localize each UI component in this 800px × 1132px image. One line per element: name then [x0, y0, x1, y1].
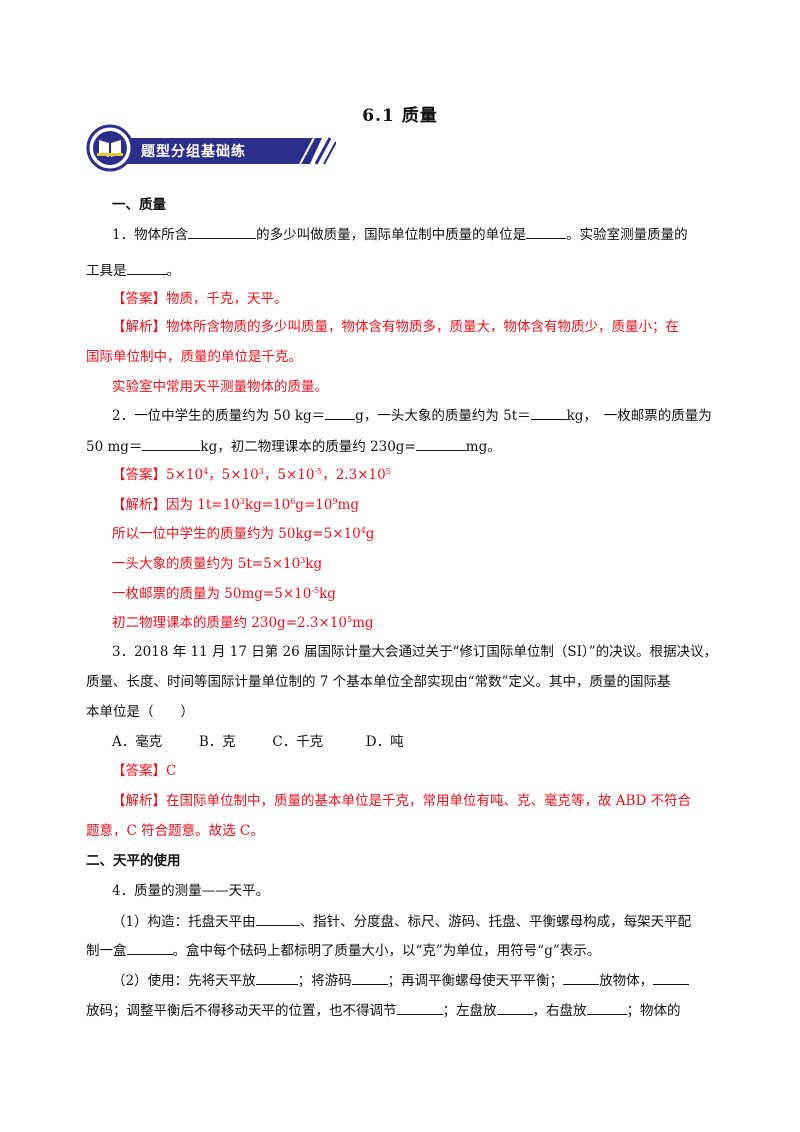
answer-blank: [126, 261, 167, 275]
option-a: A．毫克: [112, 734, 163, 750]
section-heading-mass: 一、质量: [112, 197, 166, 213]
answer-blank: [351, 971, 388, 985]
q4-line1: 4．质量的测量——天平。: [112, 883, 270, 899]
q1-analysis-line3: 实验室中常用天平测量物体的质量。: [112, 379, 328, 395]
q4-part2-line1: （2）使用：先将天平放；将游码；再调平衡螺母使天平平衡；放物体，: [112, 971, 690, 990]
q1-analysis-line1: 【解析】物体所含物质的多少叫质量，物体含有物质多，质量大，物体含有物质少，质量小…: [112, 319, 679, 335]
answer-blank: [188, 225, 257, 239]
q2-analysis-step4: 初二物理课本的质量约 230g=2.3×105mg: [112, 615, 374, 631]
page-title: 6.1 质量: [362, 106, 438, 126]
q1-line1: 1．物体所含的多少叫做质量，国际单位制中质量的单位是。实验室测量质量的: [112, 225, 688, 243]
q1-analysis-line2: 国际单位制中，质量的单位是千克。: [86, 349, 302, 365]
q3-answer: 【答案】C: [112, 763, 177, 779]
q2-analysis-step3: 一枚邮票的质量为 50mg=5×10-5kg: [112, 586, 336, 602]
answer-blank: [255, 912, 300, 926]
answer-blank: [396, 1001, 443, 1015]
q2-answer: 【答案】5×104，5×103，5×10-5，2.3×105: [112, 467, 391, 483]
q3-analysis-line1: 【解析】在国际单位制中，质量的基本单位是千克，常用单位有吨、克、毫克等，故 AB…: [112, 793, 692, 809]
answer-blank: [126, 941, 173, 955]
q3-analysis-line2: 题意，C 符合题意。故选 C。: [86, 823, 264, 839]
answer-blank: [530, 406, 567, 420]
q4-part2-line2: 放码；调整平衡后不得移动天平的位置，也不得调节；左盘放，右盘放；物体的: [86, 1001, 681, 1019]
q4-part1-line1: （1）构造：托盘天平由、指针、分度盘、标尺、游码、托盘、平衡螺母构成，每架天平配: [112, 912, 692, 930]
banner-label: 题型分组基础练: [141, 144, 246, 160]
answer-blank: [325, 406, 356, 420]
q2-analysis-step1: 所以一位中学生的质量约为 50kg=5×104g: [112, 526, 375, 542]
q3-line3: 本单位是（ ）: [86, 704, 194, 720]
section-banner: [86, 124, 336, 172]
q3-options: A．毫克 B．克 C．千克 D．吨: [112, 733, 404, 751]
q2-line2: 50 mg＝kg，初二物理课本的质量约 230g=mg。: [86, 437, 501, 455]
q2-analysis: 【解析】因为 1t=103kg=106g=109mg: [112, 497, 359, 513]
option-d: D．吨: [365, 734, 404, 750]
q2-analysis-step2: 一头大象的质量约为 5t=5×103kg: [112, 556, 323, 572]
answer-blank: [255, 971, 298, 985]
answer-blank: [496, 1001, 533, 1015]
q3-line1: 3．2018 年 11 月 17 日第 26 届国际计量大会通过关于“修订国际单…: [112, 644, 718, 660]
answer-blank: [563, 971, 600, 985]
answer-blank: [526, 225, 567, 239]
q1-line2: 工具是。: [86, 261, 180, 279]
q2-line1: 2．一位中学生的质量约为 50 kg＝g，一头大象的质量约为 5t＝kg， 一枚…: [112, 406, 712, 424]
section-heading-balance: 二、天平的使用: [86, 853, 181, 869]
answer-blank: [653, 971, 690, 985]
answer-blank: [586, 1001, 627, 1015]
q4-part1-line2: 制一盒。盒中每个砝码上都标明了质量大小，以“克”为单位，用符号“g”表示。: [86, 941, 601, 959]
option-b: B．克: [198, 734, 236, 750]
answer-blank: [142, 437, 201, 451]
option-c: C．千克: [272, 734, 324, 750]
answer-blank: [415, 437, 466, 451]
book-icon: [97, 140, 123, 157]
q3-line2: 质量、长度、时间等国际计量单位制的 7 个基本单位全部实现由“常数”定义。其中，…: [86, 674, 671, 690]
q1-answer: 【答案】物质，千克，天平。: [112, 291, 288, 307]
